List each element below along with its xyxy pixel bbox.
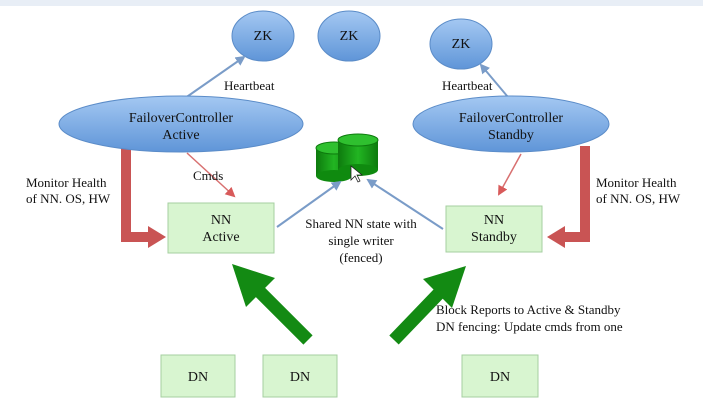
- mouse-cursor-icon: [350, 165, 364, 183]
- cmds-label: Cmds: [193, 168, 223, 183]
- zk-node: ZK: [317, 10, 381, 62]
- monitor-arrow-left-head: [148, 226, 166, 248]
- block-reports-label-1: Block Reports to Active & Standby: [436, 302, 621, 317]
- block-report-arrow-active: [232, 264, 313, 345]
- dn-node: DN: [160, 354, 236, 398]
- dn-label: DN: [490, 370, 510, 385]
- failover-active-state: Active: [162, 128, 199, 143]
- zk-label: ZK: [452, 37, 471, 52]
- nn-standby-state: Standby: [471, 230, 517, 245]
- zk-node: ZK: [429, 18, 493, 70]
- dn-node: DN: [461, 354, 539, 398]
- failover-standby-title: FailoverController: [459, 111, 564, 126]
- shared-label-1: Shared NN state with: [305, 216, 417, 231]
- monitor-arrow-right: [563, 146, 590, 242]
- zk-node: ZK: [231, 10, 295, 62]
- zk-label: ZK: [254, 29, 273, 44]
- failover-controller-active: FailoverController Active: [58, 95, 304, 153]
- nn-active-box: NN Active: [167, 202, 275, 254]
- heartbeat-label-right: Heartbeat: [442, 78, 493, 93]
- monitor-label-left-1: Monitor Health: [26, 175, 107, 190]
- block-reports-label-2: DN fencing: Update cmds from one: [436, 319, 623, 334]
- dn-label: DN: [290, 370, 310, 385]
- zk-label: ZK: [340, 29, 359, 44]
- shared-label-2: single writer: [328, 233, 394, 248]
- failover-standby-state: Standby: [488, 128, 534, 143]
- dn-node: DN: [262, 354, 338, 398]
- heartbeat-label-left: Heartbeat: [224, 78, 275, 93]
- nn-standby-box: NN Standby: [445, 205, 543, 253]
- monitor-arrow-left: [121, 146, 150, 242]
- failover-controller-standby: FailoverController Standby: [412, 95, 610, 153]
- cmds-arrow-active: [186, 152, 236, 198]
- monitor-label-left-2: of NN. OS, HW: [26, 191, 111, 206]
- shared-label-3: (fenced): [339, 250, 382, 265]
- nn-active-state: Active: [202, 230, 239, 245]
- shared-storage-icon: [315, 133, 379, 182]
- monitor-arrow-right-head: [547, 226, 565, 248]
- monitor-label-right-1: Monitor Health: [596, 175, 677, 190]
- block-report-arrow-standby: [389, 266, 466, 345]
- shared-arrow-standby: [366, 178, 444, 230]
- heartbeat-arrow-left: [177, 55, 246, 104]
- failover-active-title: FailoverController: [129, 111, 234, 126]
- shared-arrow-active: [276, 180, 342, 228]
- nn-active-title: NN: [211, 213, 231, 228]
- monitor-label-right-2: of NN. OS, HW: [596, 191, 681, 206]
- cmds-arrow-standby: [498, 153, 522, 196]
- top-edge-bar: [0, 0, 703, 6]
- dn-label: DN: [188, 370, 208, 385]
- nn-standby-title: NN: [484, 213, 504, 228]
